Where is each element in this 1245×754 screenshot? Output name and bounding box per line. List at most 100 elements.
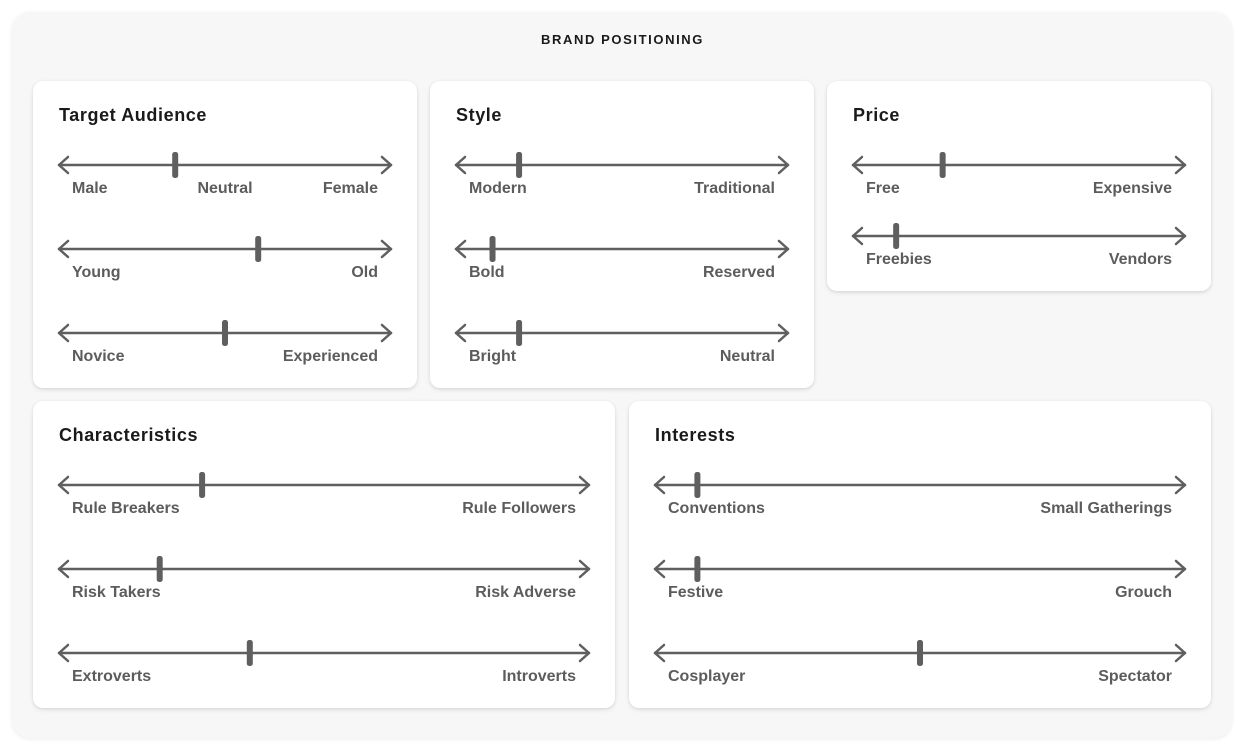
scale-marker	[172, 152, 179, 178]
card-title: Target Audience	[59, 105, 208, 125]
scale-track	[57, 320, 393, 346]
scale-left-label: Free	[866, 180, 900, 197]
arrow-left-icon	[851, 226, 864, 246]
scale-experience: Novice Experienced	[57, 320, 393, 372]
scale-left-label: Rule Breakers	[72, 500, 180, 517]
arrow-right-icon	[777, 155, 790, 175]
card-target-audience: Target Audience Male Neutral Female Youn…	[33, 81, 417, 388]
scale-gatherings: Conventions Small Gatherings	[653, 472, 1187, 524]
scale-right-label: Grouch	[1115, 584, 1172, 601]
scale-marker	[156, 556, 163, 582]
scale-boldness: Bold Reserved	[454, 236, 790, 288]
scale-left-label: Extroverts	[72, 668, 152, 685]
scale-marker	[694, 472, 701, 498]
arrow-right-icon	[1174, 643, 1187, 663]
scale-right-label: Rule Followers	[462, 500, 576, 517]
arrow-left-icon	[57, 559, 70, 579]
arrow-left-icon	[653, 475, 666, 495]
arrow-right-icon	[1174, 226, 1187, 246]
card-style: Style Modern Traditional Bold Reserved B…	[430, 81, 814, 388]
scale-left-label: Festive	[668, 584, 724, 601]
arrow-right-icon	[777, 323, 790, 343]
scale-marker	[893, 223, 900, 249]
scale-right-label: Vendors	[1108, 251, 1172, 268]
scale-left-label: Novice	[72, 348, 125, 365]
scale-right-label: Spectator	[1098, 668, 1172, 685]
scale-rules: Rule Breakers Rule Followers	[57, 472, 591, 524]
card-title: Price	[853, 105, 901, 125]
arrow-left-icon	[653, 643, 666, 663]
scale-track	[653, 640, 1187, 666]
card-interests: Interests Conventions Small Gatherings F…	[629, 401, 1211, 708]
scale-marker	[694, 556, 701, 582]
scale-track	[57, 236, 393, 262]
arrow-right-icon	[380, 239, 393, 259]
arrow-left-icon	[57, 155, 70, 175]
scale-track	[57, 152, 393, 178]
scale-middle-label: Neutral	[197, 180, 253, 197]
arrow-right-icon	[777, 239, 790, 259]
scale-mood: Festive Grouch	[653, 556, 1187, 608]
arrow-right-icon	[380, 323, 393, 343]
scale-right-label: Female	[322, 180, 378, 197]
arrow-right-icon	[578, 559, 591, 579]
scale-right-label: Risk Adverse	[475, 584, 576, 601]
scale-track	[851, 223, 1187, 249]
scale-left-label: Male	[72, 180, 108, 197]
scale-participation: Cosplayer Spectator	[653, 640, 1187, 692]
scale-track	[454, 320, 790, 346]
scale-left-label: Risk Takers	[72, 584, 161, 601]
scale-track	[57, 472, 591, 498]
scale-track	[57, 640, 591, 666]
scale-left-label: Cosplayer	[668, 668, 746, 685]
scale-sellers: Freebies Vendors	[851, 223, 1187, 275]
scale-right-label: Reserved	[702, 264, 775, 281]
scale-track	[653, 472, 1187, 498]
scale-marker	[489, 236, 496, 262]
scale-left-label: Freebies	[866, 251, 932, 268]
arrow-right-icon	[578, 475, 591, 495]
arrow-right-icon	[1174, 155, 1187, 175]
arrow-right-icon	[1174, 559, 1187, 579]
card-title: Characteristics	[59, 425, 199, 445]
scale-marker	[199, 472, 206, 498]
scale-right-label: Neutral	[719, 348, 775, 365]
page-title: BRAND POSITIONING	[541, 32, 704, 47]
arrow-left-icon	[57, 475, 70, 495]
arrow-right-icon	[380, 155, 393, 175]
scale-right-label: Experienced	[282, 348, 378, 365]
arrow-left-icon	[454, 155, 467, 175]
scale-marker	[917, 640, 923, 666]
scale-right-label: Old	[351, 264, 378, 281]
scale-right-label: Introverts	[502, 668, 576, 685]
scale-track	[454, 236, 790, 262]
scale-right-label: Expensive	[1092, 180, 1172, 197]
scale-age: Young Old	[57, 236, 393, 288]
scale-left-label: Young	[72, 264, 121, 281]
scale-brightness: Bright Neutral	[454, 320, 790, 372]
scale-cost: Free Expensive	[851, 152, 1187, 204]
scale-risk: Risk Takers Risk Adverse	[57, 556, 591, 608]
scale-modernity: Modern Traditional	[454, 152, 790, 204]
scale-left-label: Conventions	[668, 500, 765, 517]
card-price: Price Free Expensive Freebies Vendors	[827, 81, 1211, 291]
scale-left-label: Modern	[469, 180, 527, 197]
arrow-left-icon	[653, 559, 666, 579]
arrow-left-icon	[57, 239, 70, 259]
scale-social: Extroverts Introverts	[57, 640, 591, 692]
card-title: Style	[456, 105, 503, 125]
scale-marker	[516, 152, 523, 178]
card-title: Interests	[655, 425, 736, 445]
scale-left-label: Bold	[469, 264, 505, 281]
scale-right-label: Traditional	[694, 180, 775, 197]
scale-gender: Male Neutral Female	[57, 152, 393, 204]
scale-marker	[516, 320, 523, 346]
scale-track	[653, 556, 1187, 582]
scale-marker	[246, 640, 253, 666]
card-characteristics: Characteristics Rule Breakers Rule Follo…	[33, 401, 615, 708]
arrow-left-icon	[57, 643, 70, 663]
scale-marker	[222, 320, 228, 346]
scale-right-label: Small Gatherings	[1040, 500, 1172, 517]
scale-track	[454, 152, 790, 178]
arrow-left-icon	[57, 323, 70, 343]
